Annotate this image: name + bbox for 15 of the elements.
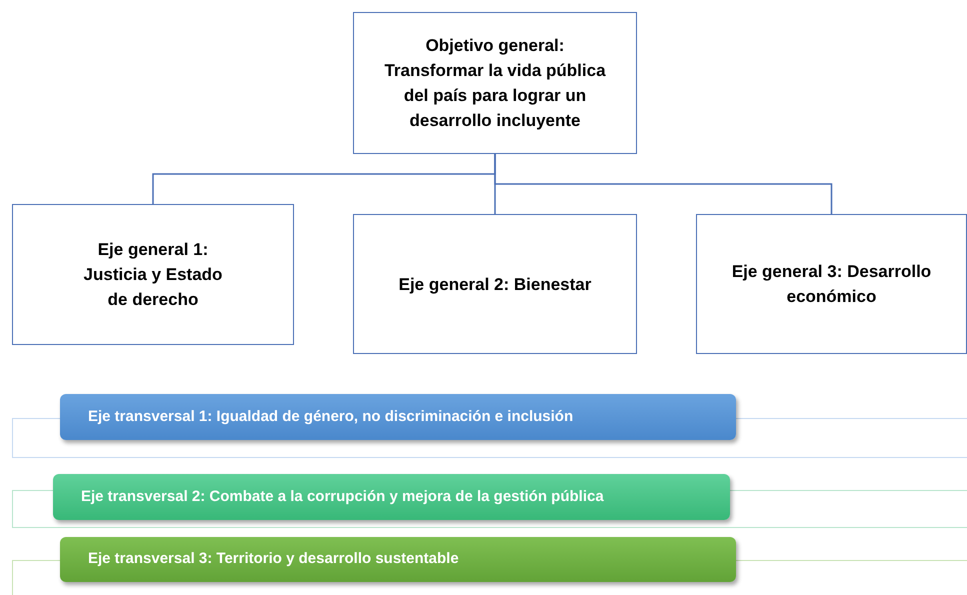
theme-bar bbox=[60, 394, 736, 440]
box-label: Eje general 1: Justicia y Estado de derecho bbox=[82, 239, 224, 311]
theme-bar bbox=[60, 537, 736, 582]
box-label: Eje general 3: Desarrollo económico bbox=[730, 261, 932, 308]
box-label: Objetivo general: Transformar la vida pública del país para lograr un desarrollo incluyente bbox=[383, 35, 607, 132]
bar-label: Eje transversal 2: Combate a la corrupción y mejora de la gestión pública bbox=[81, 486, 604, 507]
bar-label: Eje transversal 1: Igualdad de género, no discriminación e inclusión bbox=[88, 406, 574, 427]
theme-bar bbox=[53, 474, 730, 520]
axis-box bbox=[12, 204, 294, 345]
axis-box bbox=[353, 214, 637, 354]
axis-box bbox=[696, 214, 967, 354]
box-label: Eje general 2: Bienestar bbox=[398, 274, 592, 296]
bar-label: Eje transversal 3: Territorio y desarrollo sustentable bbox=[88, 549, 459, 570]
connector-line bbox=[494, 154, 832, 214]
objective-box bbox=[353, 12, 637, 154]
